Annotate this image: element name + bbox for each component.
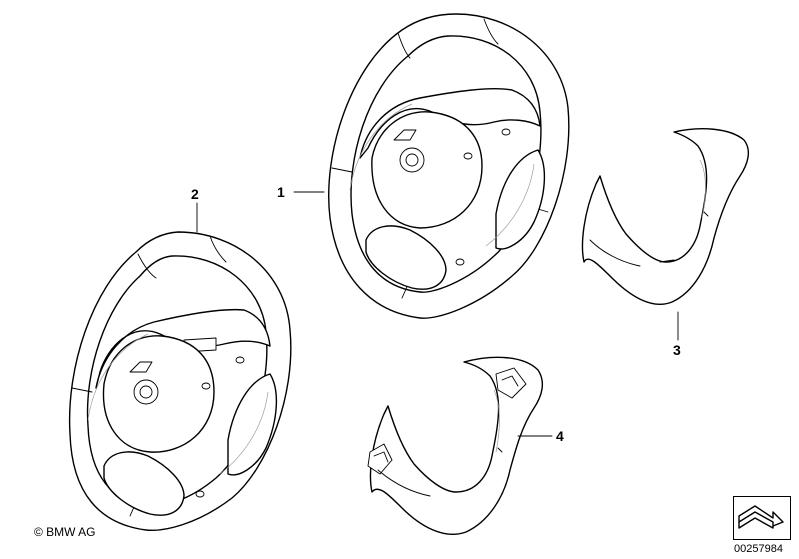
spoke-cover-part-3[interactable] [581,128,750,305]
steering-wheel-part-2[interactable] [68,231,292,531]
callout-3: 3 [673,342,681,358]
corner-arrow-icon[interactable] [733,496,791,540]
spoke-cover-part-4[interactable] [367,356,544,535]
steering-wheel-part-1[interactable] [328,13,570,319]
document-number: 00257984 [734,543,783,555]
copyright-label: © BMW AG [34,525,96,539]
callout-4: 4 [556,428,564,444]
callout-2: 2 [191,186,199,202]
callout-1: 1 [277,184,285,200]
